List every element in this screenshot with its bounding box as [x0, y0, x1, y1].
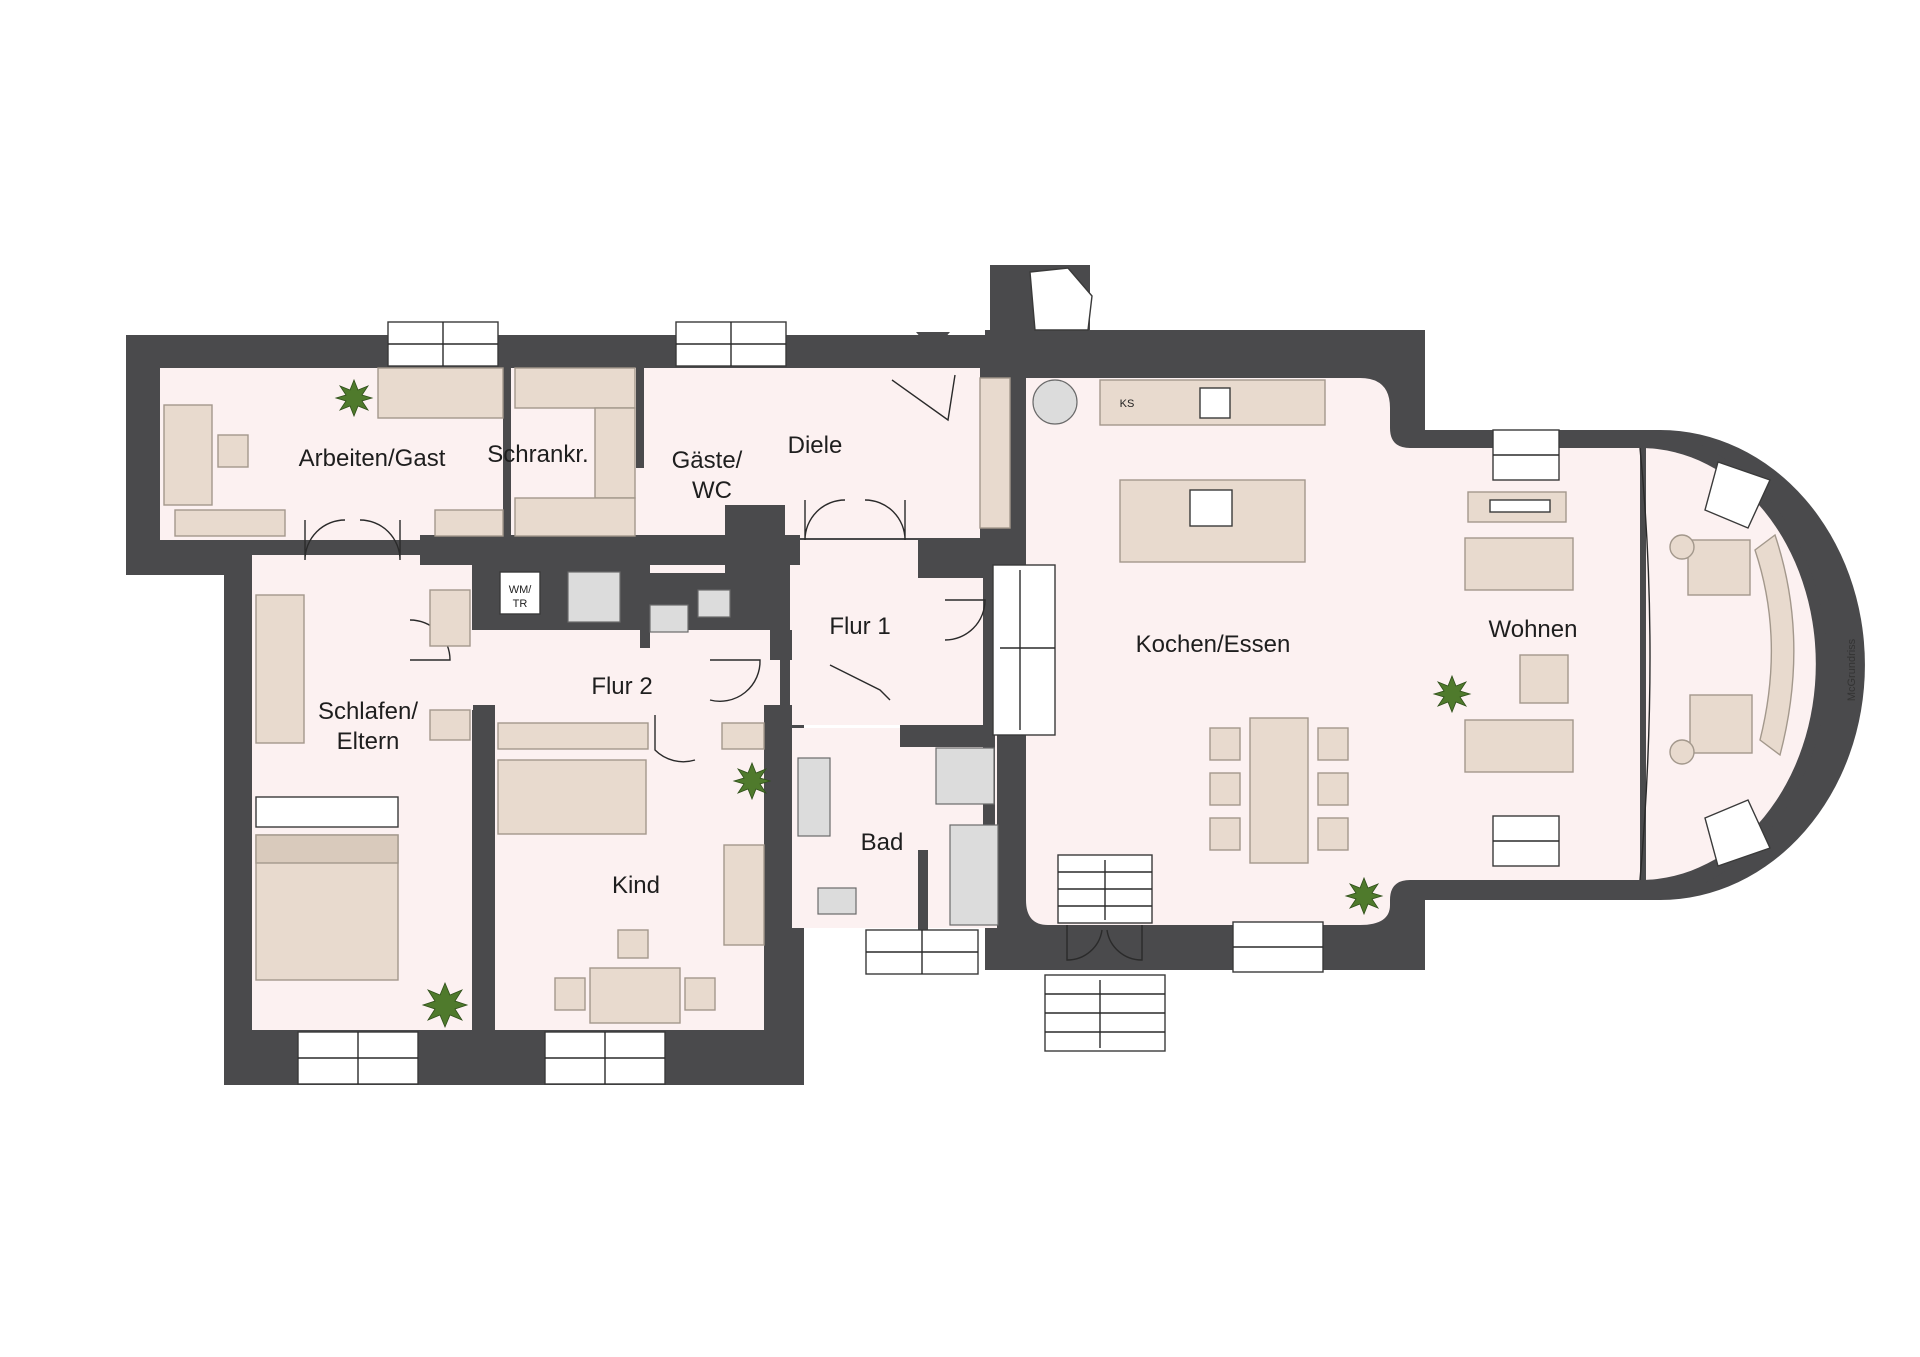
- plant-icon: [421, 981, 469, 1029]
- room-label-wohnen: Wohnen: [1489, 616, 1578, 643]
- stairs: [992, 267, 1166, 1052]
- furniture: [163, 367, 1795, 1024]
- fixture-label-ks: KS: [1120, 398, 1135, 410]
- room-label-schlafen-2: Eltern: [337, 728, 400, 755]
- room-label-gaeste-wc-1: Gäste/: [672, 447, 743, 474]
- room-label-kind: Kind: [612, 872, 660, 899]
- fixture-labels: WM/ TR KS: [509, 398, 1135, 610]
- fixture-label-wm-tr-1: WM/: [509, 584, 533, 596]
- entrance-arrow-icon: [916, 332, 950, 352]
- room-labels: Arbeiten/Gast Schrankr. Gäste/ WC Diele …: [299, 432, 1578, 899]
- room-label-schlafen-1: Schlafen/: [318, 698, 418, 725]
- room-label-kochen-essen: Kochen/Essen: [1136, 631, 1291, 658]
- plant-icon: [732, 761, 772, 801]
- brand-label: McGrundriss: [1846, 638, 1858, 701]
- plant-icon: [1432, 674, 1472, 714]
- room-label-diele: Diele: [788, 432, 843, 459]
- room-label-gaeste-wc-2: WC: [692, 477, 732, 504]
- windows: [297, 321, 1771, 1085]
- room-label-flur1: Flur 1: [829, 613, 890, 640]
- plants: [334, 378, 1472, 1029]
- fixture-label-wm-tr-2: TR: [513, 598, 528, 610]
- room-label-bad: Bad: [861, 829, 904, 856]
- room-label-flur2: Flur 2: [591, 673, 652, 700]
- plant-icon: [334, 378, 374, 418]
- room-label-schrankraum: Schrankr.: [487, 441, 588, 468]
- plant-icon: [1344, 876, 1384, 916]
- room-label-arbeiten: Arbeiten/Gast: [299, 445, 446, 472]
